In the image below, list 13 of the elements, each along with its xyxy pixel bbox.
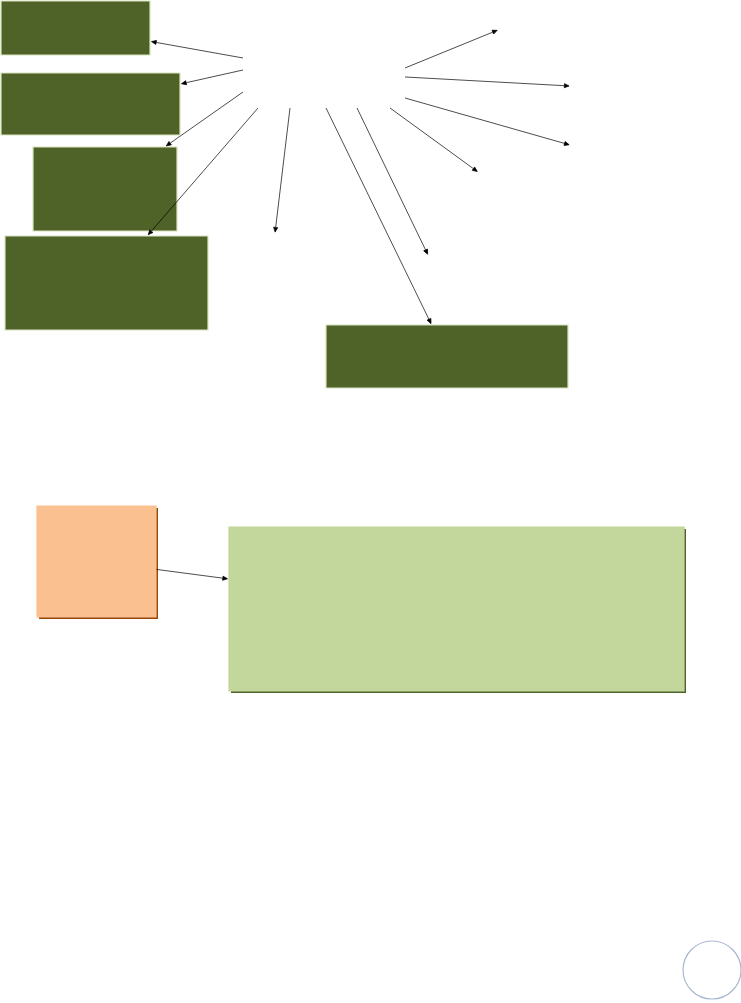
box: [0, 72, 181, 136]
box: [325, 324, 569, 389]
box: [4, 235, 209, 331]
box: [0, 0, 151, 56]
arrow: [156, 569, 228, 581]
arrow: [181, 69, 244, 86]
arrow: [325, 107, 432, 324]
arrow: [165, 91, 244, 147]
box: [36, 505, 158, 619]
box: [32, 146, 178, 232]
arrow: [151, 40, 244, 59]
arrow: [147, 107, 259, 236]
box: [228, 526, 686, 693]
